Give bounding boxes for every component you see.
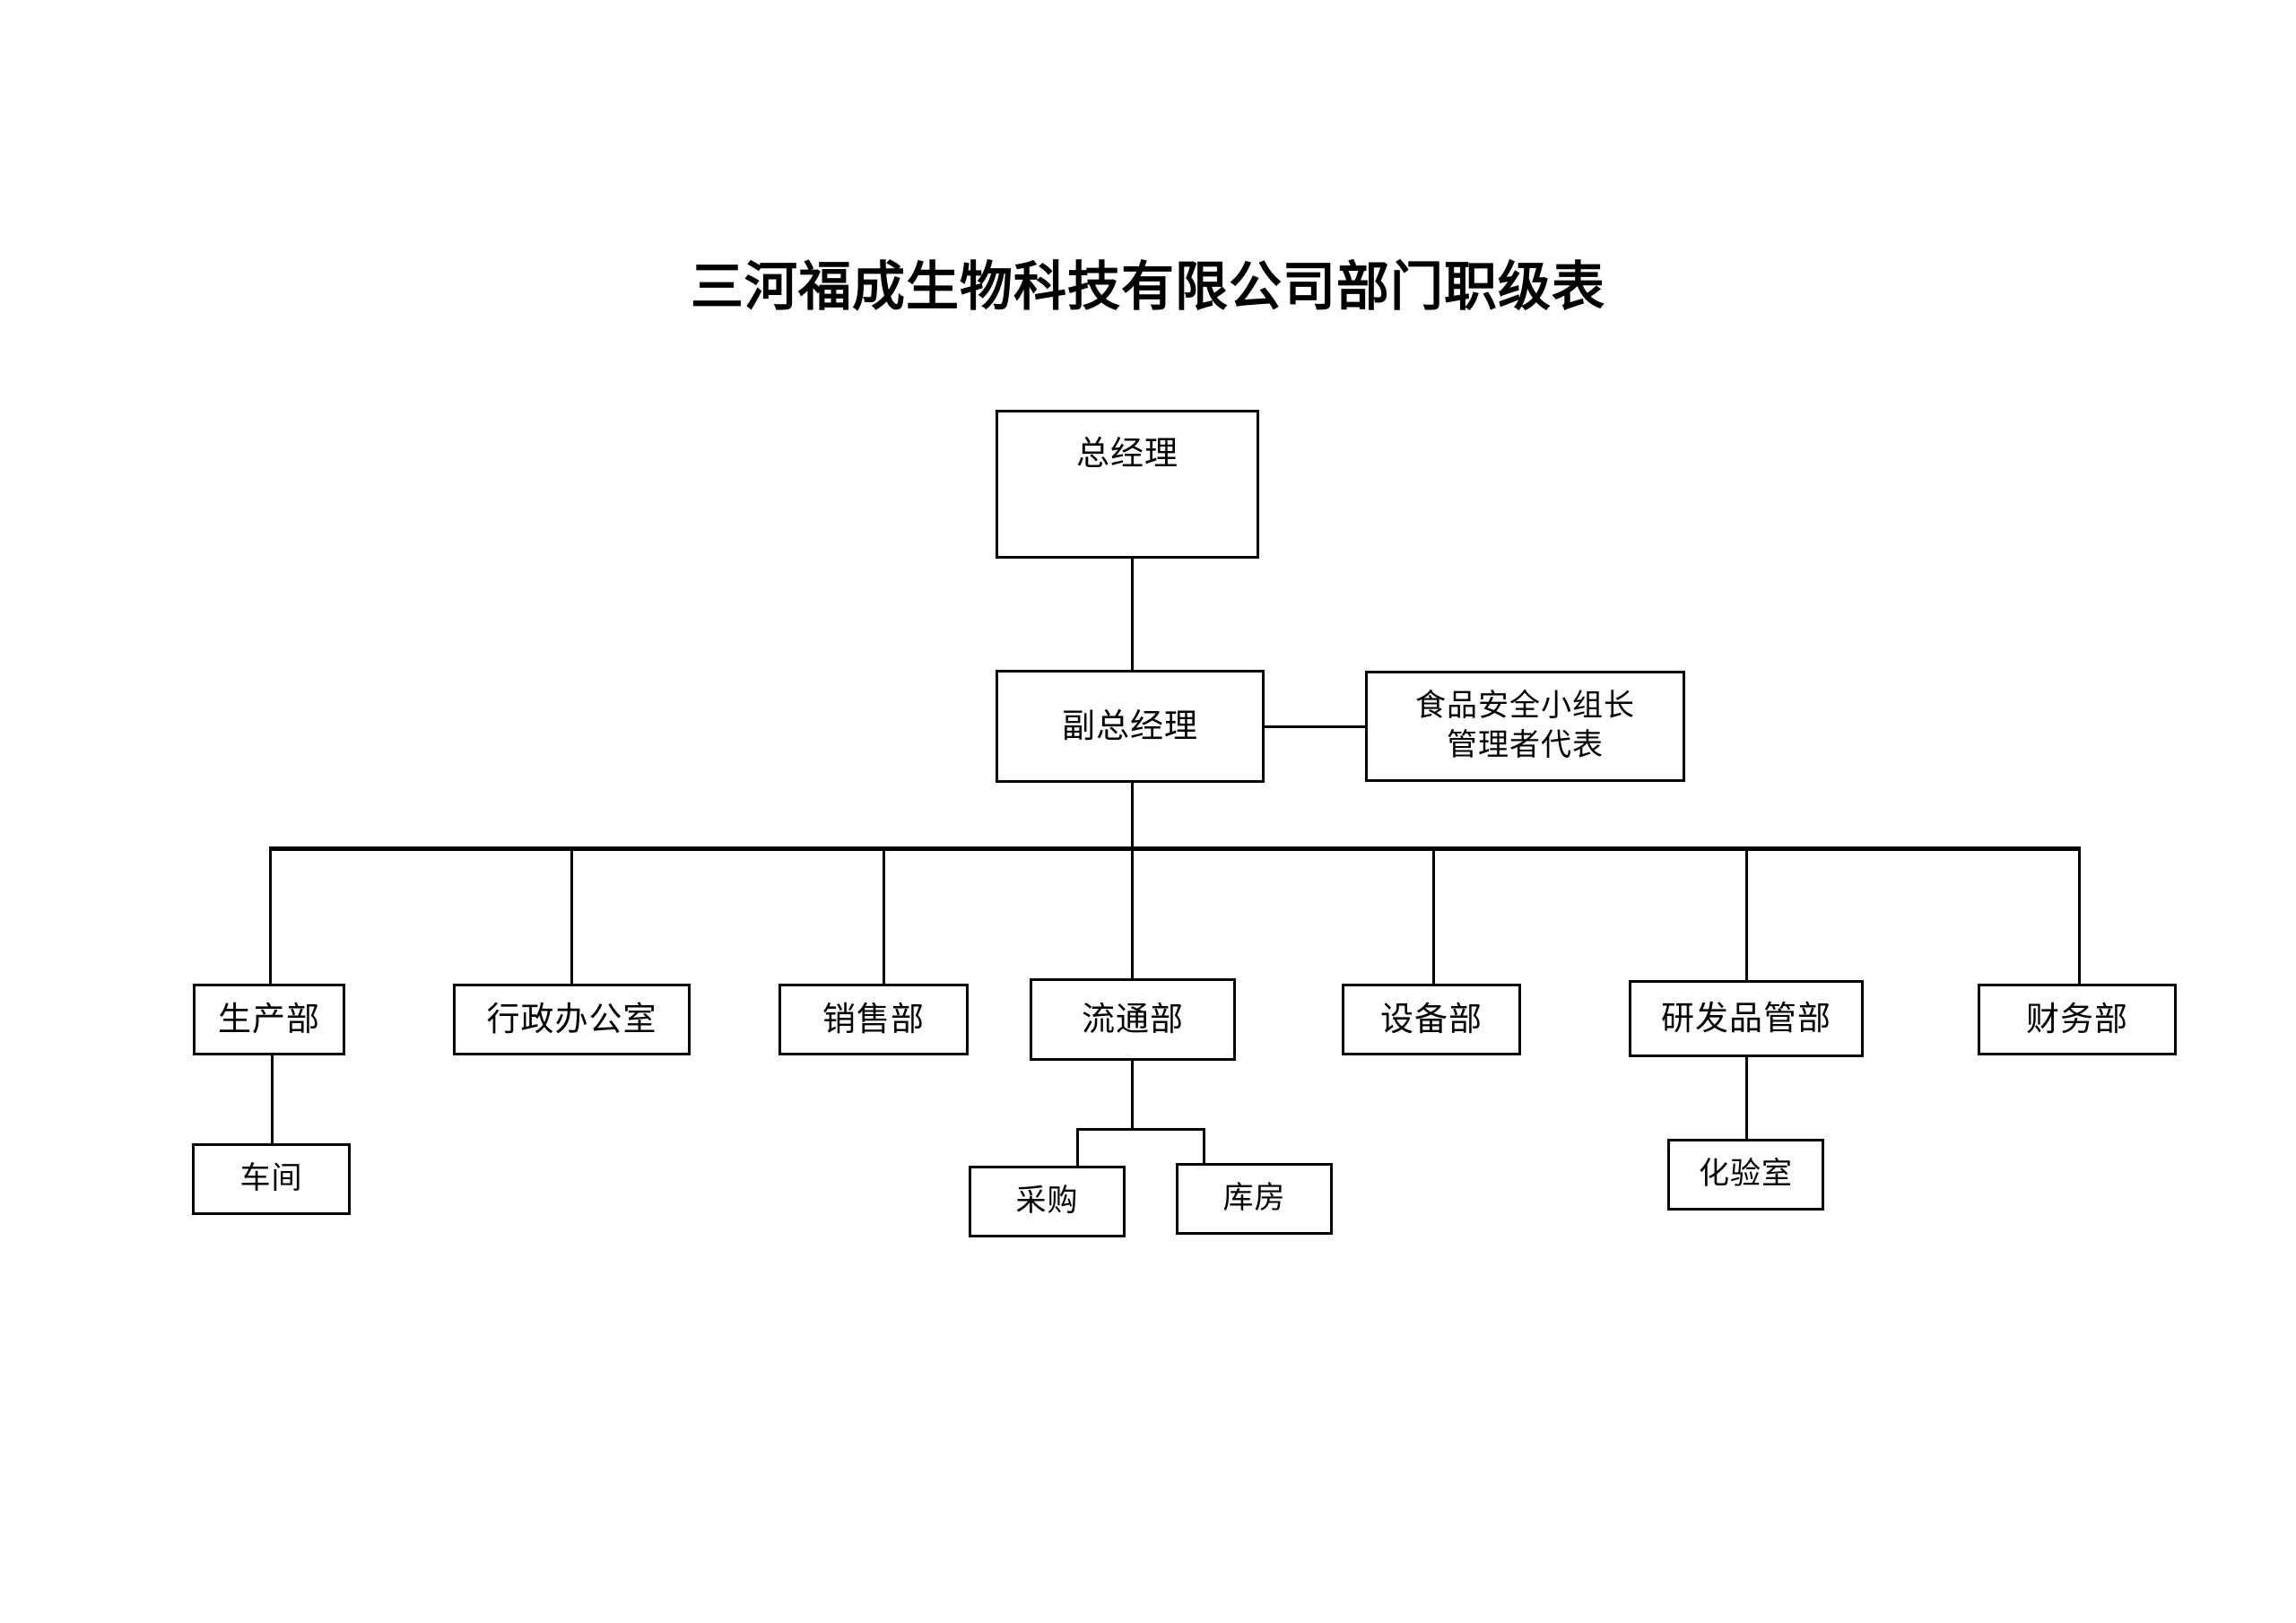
connector-rd-to-laboratory <box>1745 1055 1748 1141</box>
node-general-manager-label: 总经理 <box>1076 434 1178 473</box>
node-finance-department-label: 财务部 <box>2026 1000 2128 1039</box>
connector-deputy-to-food-safety <box>1263 725 1367 728</box>
node-production-department[interactable]: 生产部 <box>193 984 345 1055</box>
node-administrative-office[interactable]: 行政办公室 <box>453 984 691 1055</box>
node-laboratory[interactable]: 化验室 <box>1667 1139 1824 1211</box>
node-production-department-label: 生产部 <box>218 1000 320 1039</box>
page-title: 三河福成生物科技有限公司部门职级表 <box>690 256 1605 317</box>
node-finance-department[interactable]: 财务部 <box>1978 984 2177 1055</box>
connector-bus-to-equipment <box>1432 846 1435 985</box>
node-equipment-department-label: 设备部 <box>1380 1000 1483 1039</box>
connector-bus-to-administrative-office <box>570 846 573 985</box>
node-distribution-department[interactable]: 流通部 <box>1030 978 1236 1061</box>
connector-bus-to-finance <box>2078 846 2081 985</box>
node-warehouse-label: 库房 <box>1222 1180 1286 1217</box>
node-workshop-label: 车间 <box>239 1160 303 1197</box>
connector-department-bus <box>269 846 2081 851</box>
node-administrative-office-label: 行政办公室 <box>486 1000 657 1039</box>
node-deputy-general-manager[interactable]: 副总经理 <box>996 670 1265 783</box>
connector-subbus-to-purchasing <box>1076 1128 1079 1167</box>
connector-distribution-to-subbus <box>1131 1059 1134 1130</box>
node-equipment-department[interactable]: 设备部 <box>1342 984 1521 1055</box>
node-sales-department[interactable]: 销售部 <box>778 984 969 1055</box>
connector-subbus-to-warehouse <box>1203 1128 1205 1167</box>
node-laboratory-label: 化验室 <box>1699 1156 1793 1193</box>
connector-production-to-workshop <box>271 1054 274 1143</box>
connector-gm-to-deputy <box>1131 556 1134 673</box>
node-purchasing-label: 采购 <box>1015 1183 1079 1219</box>
node-workshop[interactable]: 车间 <box>192 1143 351 1215</box>
connector-bus-to-distribution <box>1131 846 1134 985</box>
node-warehouse[interactable]: 库房 <box>1176 1163 1333 1235</box>
node-purchasing[interactable]: 采购 <box>969 1166 1126 1237</box>
node-sales-department-label: 销售部 <box>822 1000 925 1039</box>
connector-bus-to-production <box>269 846 272 985</box>
connector-bus-to-rd-quality <box>1745 846 1748 985</box>
node-rd-quality-department[interactable]: 研发品管部 <box>1629 980 1864 1057</box>
connector-deputy-to-bus <box>1131 781 1134 849</box>
node-rd-quality-department-label: 研发品管部 <box>1661 999 1831 1038</box>
node-food-safety-leader[interactable]: 食品安全小组长 管理者代表 <box>1365 671 1685 782</box>
node-general-manager[interactable]: 总经理 <box>996 410 1259 559</box>
connector-bus-to-sales <box>883 846 885 985</box>
node-deputy-general-manager-label: 副总经理 <box>1062 707 1198 746</box>
node-food-safety-leader-label: 食品安全小组长 管理者代表 <box>1415 688 1635 763</box>
connector-distribution-subbus <box>1076 1128 1205 1131</box>
node-distribution-department-label: 流通部 <box>1082 1000 1184 1039</box>
